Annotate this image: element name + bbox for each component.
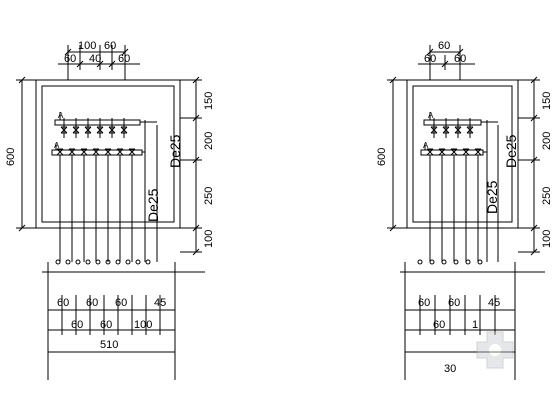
upper-valve-icon [120,126,128,134]
gear-puzzle-logo-icon [476,331,514,369]
left-right-dim-4: 100 [203,230,215,248]
right-right-dim-3: 250 [541,187,553,205]
left-right-dim-2: 200 [203,132,215,150]
upper-valve-icon [84,126,92,134]
left-bottom-dim-5: 60 [71,319,83,331]
lower-valve-icon [438,148,446,156]
left-top-dim-right2: 60 [118,53,130,65]
upper-valve-icon [430,126,438,134]
outlet-circle [441,259,447,265]
lower-valve-icon [462,148,470,156]
lower-valve-icon [68,148,76,156]
left-bottom-dim-1: 60 [57,297,69,309]
lower-valve-icon [450,148,458,156]
right-bottom-dim-1: 60 [418,297,430,309]
left-bottom-dim-3: 60 [115,297,127,309]
left-top-dim-right: 60 [104,40,116,52]
lower-valve-icon [426,148,434,156]
outlet-circle [75,259,81,265]
right-marker-a-upper: A [428,111,434,120]
right-pipe-label-upper: De25 [503,134,519,168]
right-right-dim-4: 100 [541,230,553,248]
left-upper-manifold [54,119,141,126]
lower-valve-icon [104,148,112,156]
lower-valve-icon [474,148,482,156]
left-right-dim-3: 250 [203,187,215,205]
left-height-dimension [16,76,36,232]
right-bottom-dim-4: 60 [433,319,445,331]
right-cabinet-inner [412,85,513,223]
left-marker-a-lower: A [54,141,60,150]
left-bottom-dim-6: 60 [100,319,112,331]
outlet-circle [145,259,151,265]
left-top-dim-middle: 40 [89,53,101,65]
upper-valve-icon [466,126,474,134]
right-right-dim-2: 200 [541,132,553,150]
outlet-circle [465,259,471,265]
upper-valve-icon [442,126,450,134]
outlet-circle [85,259,91,265]
outlet-circle [125,259,131,265]
upper-valve-icon [60,126,68,134]
right-right-dim-1: 150 [541,92,553,110]
left-bottom-dim-7: 100 [134,319,152,331]
left-top-dimensions [58,45,140,80]
lower-valve-icon [92,148,100,156]
left-top-dim-overall: 100 [78,40,96,52]
right-bottom-dim-2: 60 [448,297,460,309]
lower-valve-icon [80,148,88,156]
right-bottom-dim-5: 1 [472,319,478,331]
lower-valve-icon [56,148,64,156]
upper-valve-icon [96,126,104,134]
outlet-circle [95,259,101,265]
right-upper-manifold [423,119,482,126]
upper-valve-icon [72,126,80,134]
outlet-circle [135,259,141,265]
left-generated-elements [47,118,176,335]
right-top-dim-left: 60 [424,53,436,65]
outlet-circle [65,259,71,265]
outlet-circle [429,259,435,265]
outlet-circle [417,259,423,265]
lower-valve-icon [116,148,124,156]
left-right-dimensions [180,76,202,256]
outlet-circle [477,259,483,265]
lower-valve-icon [128,148,136,156]
left-bottom-dim-2: 60 [86,297,98,309]
upper-valve-icon [108,126,116,134]
outlet-circle [105,259,111,265]
outlet-circle [453,259,459,265]
left-panel [16,45,202,262]
left-right-dim-1: 150 [203,92,215,110]
right-top-dim-right: 60 [454,53,466,65]
right-height-label: 600 [376,148,388,166]
left-pipe-label-upper: De25 [167,134,183,168]
left-marker-a-upper: A [58,111,64,120]
right-cabinet-outer [406,79,519,229]
left-pipe-label-lower: De25 [145,188,161,222]
right-top-dimensions [418,45,475,80]
left-top-dim-left: 60 [64,53,76,65]
right-panel [387,45,540,262]
upper-valve-icon [454,126,462,134]
right-bottom-dim-3: 45 [488,297,500,309]
right-marker-a-lower: A [423,141,429,150]
left-bottom-total: 510 [100,339,118,351]
left-bottom-dim-4: 45 [154,297,166,309]
outlet-circle [115,259,121,265]
right-height-dimension [387,76,407,232]
outlet-circle [55,259,61,265]
right-generated-elements [404,118,516,335]
right-right-dimensions [518,76,540,256]
left-height-label: 600 [5,148,17,166]
right-bottom-total: 30 [444,363,456,375]
floor-and-bottom-dimensions [42,262,545,380]
right-top-dim-overall: 60 [438,40,450,52]
right-pipe-label-lower: De25 [484,180,500,214]
